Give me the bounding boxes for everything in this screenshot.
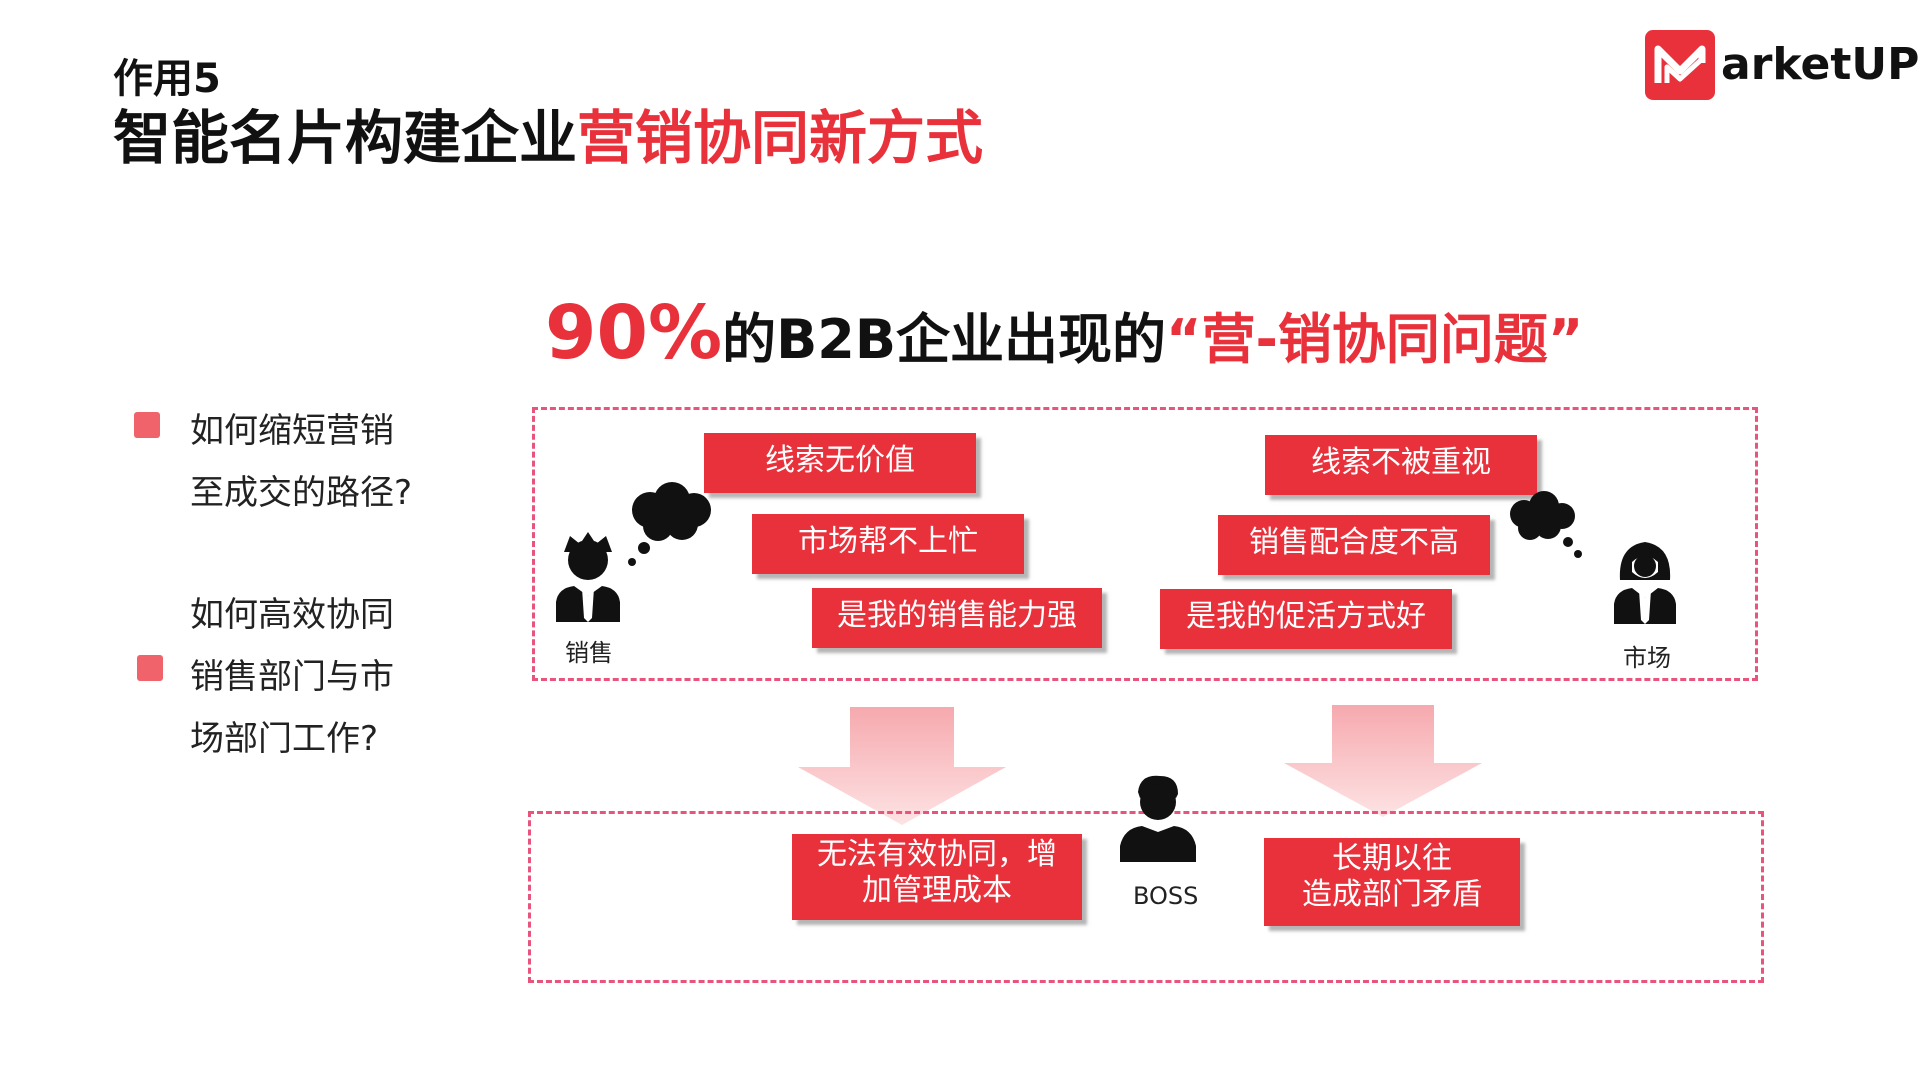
down-arrow-icon	[1284, 705, 1482, 817]
marketing-complaint-1: 线索不被重视	[1265, 435, 1537, 495]
marketing-complaint-2: 销售配合度不高	[1218, 515, 1490, 575]
marketing-complaint-3: 是我的促活方式好	[1160, 589, 1452, 649]
question-1: 如何缩短营销 至成交的路径?	[190, 400, 412, 524]
outcome-line: 无法有效协同，增	[817, 837, 1057, 872]
outcome-left: 无法有效协同，增 加管理成本	[792, 834, 1082, 920]
question-line: 至成交的路径?	[190, 473, 413, 513]
question-line: 销售部门与市	[190, 657, 394, 697]
outcome-line: 造成部门矛盾	[1302, 877, 1482, 912]
marketing-label: 市场	[1623, 644, 1671, 672]
question-2: 如何高效协同 销售部门与市 场部门工作?	[190, 584, 394, 770]
headline-middle: 的B2B企业出现的	[722, 308, 1167, 371]
thought-cloud-icon	[1510, 491, 1582, 558]
marketup-logo: arketUP	[1645, 30, 1919, 100]
boss-icon	[1120, 775, 1196, 862]
logo-text: arketUP	[1721, 39, 1920, 90]
headline: 90%的B2B企业出现的“营-销协同问题”	[545, 288, 1583, 378]
outcome-right: 长期以往 造成部门矛盾	[1264, 838, 1520, 926]
outcome-line: 加管理成本	[862, 873, 1012, 908]
sales-complaint-1: 线索无价值	[704, 433, 976, 493]
page-title-black: 智能名片构建企业	[113, 104, 578, 172]
question-line: 如何缩短营销	[190, 411, 394, 451]
thought-cloud-icon	[628, 482, 711, 566]
sales-label: 销售	[565, 639, 613, 667]
headline-percent: 90%	[545, 290, 723, 376]
marketup-logo-icon	[1645, 30, 1715, 100]
question-bullet	[137, 655, 163, 681]
saleswoman-icon	[1614, 542, 1676, 624]
question-line: 场部门工作?	[190, 719, 379, 759]
salesman-icon	[556, 532, 620, 622]
question-bullet	[134, 412, 160, 438]
boss-label: BOSS	[1133, 882, 1199, 910]
sales-complaint-2: 市场帮不上忙	[752, 514, 1024, 574]
page-title: 智能名片构建企业营销协同新方式	[113, 102, 983, 174]
sales-complaint-3: 是我的销售能力强	[812, 588, 1102, 648]
section-subtitle: 作用5	[113, 56, 221, 102]
outcome-line: 长期以往	[1332, 841, 1452, 876]
page-title-red: 营销协同新方式	[577, 104, 984, 172]
headline-quote: “营-销协同问题”	[1166, 308, 1584, 371]
conflict-box	[532, 407, 1758, 681]
down-arrow-icon	[798, 707, 1006, 825]
question-line: 如何高效协同	[190, 595, 394, 635]
